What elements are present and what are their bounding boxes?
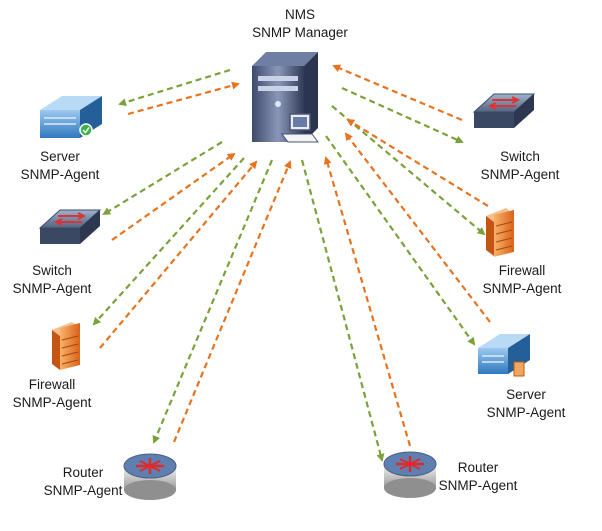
node-firewall-left: Firewall SNMP-Agent [13, 322, 92, 410]
manager-title: NMS [285, 7, 315, 22]
nms-manager: NMS SNMP Manager [252, 7, 348, 143]
node-label: Router [458, 460, 499, 475]
router-icon [123, 453, 177, 500]
node-label: Switch [500, 149, 540, 164]
node-sublabel: SNMP-Agent [13, 281, 92, 296]
node-label: Server [40, 149, 80, 164]
response-arrow [346, 118, 489, 207]
node-label: Firewall [29, 377, 76, 392]
request-arrow [118, 68, 231, 107]
arrow-group [92, 64, 491, 462]
switch-icon [472, 93, 536, 128]
request-arrow [92, 157, 245, 326]
node-server-left: Server SNMP-Agent [21, 96, 102, 182]
node-sublabel: SNMP-Agent [483, 281, 562, 296]
node-router-left: Router SNMP-Agent [44, 453, 177, 500]
node-sublabel: SNMP-Agent [44, 483, 123, 498]
node-server-right: Server SNMP-Agent [478, 334, 566, 420]
node-firewall-right: Firewall SNMP-Agent [483, 208, 562, 296]
node-sublabel: SNMP-Agent [13, 395, 92, 410]
node-switch-right: Switch SNMP-Agent [472, 93, 560, 182]
server-icon [478, 334, 530, 377]
node-sublabel: SNMP-Agent [487, 405, 566, 420]
firewall-icon [52, 322, 80, 371]
node-label: Switch [32, 263, 72, 278]
switch-icon [38, 209, 102, 244]
response-arrow [111, 152, 236, 241]
request-arrow [325, 135, 476, 346]
node-sublabel: SNMP-Agent [481, 167, 560, 182]
workstation-tower-icon [252, 52, 319, 143]
node-router-right: Router SNMP-Agent [383, 451, 518, 498]
node-sublabel: SNMP-Agent [21, 167, 100, 182]
node-sublabel: SNMP-Agent [439, 478, 518, 493]
node-label: Router [63, 465, 104, 480]
request-arrow [300, 159, 385, 462]
response-arrow [172, 160, 292, 443]
response-arrow [127, 81, 240, 116]
node-label: Firewall [499, 263, 546, 278]
firewall-icon [486, 208, 514, 257]
node-label: Server [506, 387, 546, 402]
request-arrow [102, 141, 223, 216]
node-switch-left: Switch SNMP-Agent [13, 209, 102, 296]
response-arrow [332, 64, 463, 122]
manager-subtitle: SNMP Manager [252, 25, 348, 40]
request-arrow [331, 105, 486, 236]
response-arrow [99, 160, 258, 349]
response-arrow [323, 156, 412, 447]
request-arrow [152, 159, 274, 444]
router-icon [383, 451, 437, 498]
server-icon [40, 96, 102, 138]
request-arrow [341, 86, 464, 144]
